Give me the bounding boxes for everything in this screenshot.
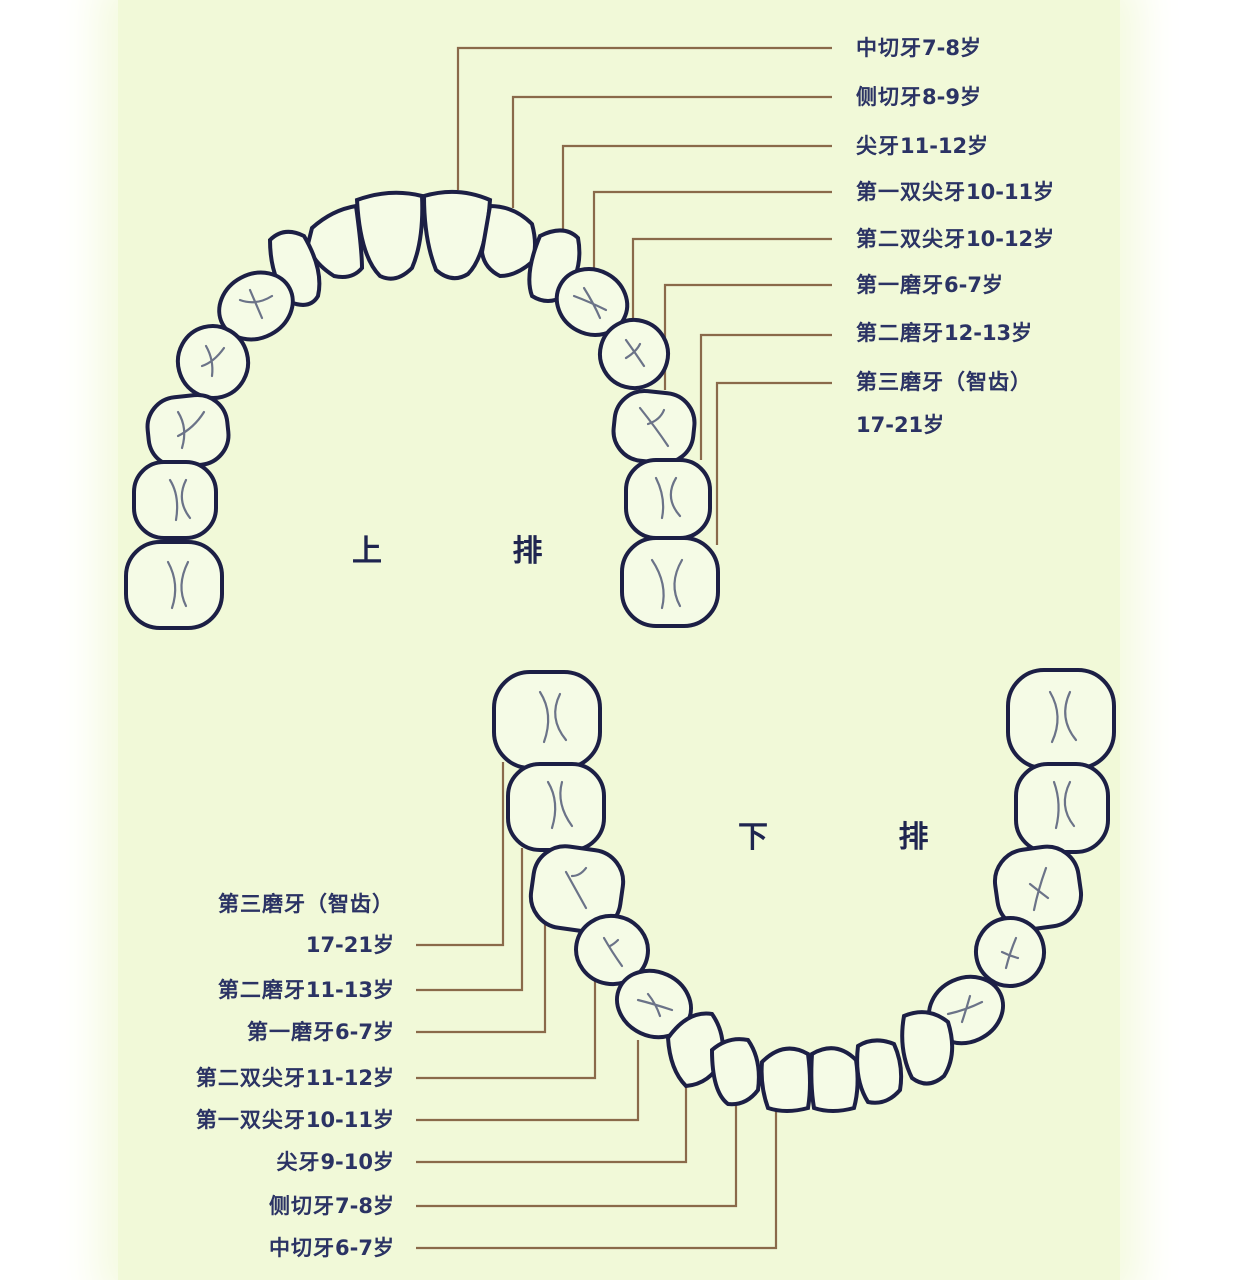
upper-label-third-molar-age: 17-21岁	[856, 413, 945, 437]
lower-label-third-molar-age: 17-21岁	[305, 933, 394, 957]
upper-central-incisor-left	[354, 190, 425, 281]
upper-label-lateral-incisor: 侧切牙8-9岁	[856, 85, 981, 109]
lower-arch-title: 下 排	[738, 820, 989, 855]
lower-label-first-premolar: 第一双尖牙10-11岁	[195, 1108, 394, 1132]
lower-label-lateral-incisor: 侧切牙7-8岁	[269, 1194, 394, 1218]
lower-leader-lines	[416, 762, 778, 1250]
upper-label-third-molar: 第三磨牙（智齿）	[856, 370, 1032, 394]
diagram-background	[118, 0, 1120, 1280]
upper-label-second-premolar: 第二双尖牙10-12岁	[856, 227, 1055, 251]
lower-label-third-molar: 第三磨牙（智齿）	[218, 892, 394, 916]
lower-label-second-molar: 第二磨牙11-13岁	[217, 978, 394, 1002]
upper-label-first-premolar: 第一双尖牙10-11岁	[856, 180, 1055, 204]
lower-label-canine: 尖牙9-10岁	[276, 1150, 394, 1174]
upper-label-first-molar: 第一磨牙6-7岁	[856, 273, 1003, 297]
upper-central-incisor-right	[421, 189, 493, 281]
upper-arch-title: 上 排	[352, 534, 603, 569]
upper-label-central-incisor: 中切牙7-8岁	[856, 36, 981, 60]
lower-arch	[492, 668, 1116, 1113]
lower-label-first-molar: 第一磨牙6-7岁	[247, 1020, 394, 1044]
lower-label-second-premolar: 第二双尖牙11-12岁	[195, 1066, 394, 1090]
upper-label-canine: 尖牙11-12岁	[856, 134, 989, 158]
upper-arch	[124, 189, 720, 630]
upper-label-second-molar: 第二磨牙12-13岁	[856, 321, 1033, 345]
upper-leader-lines	[456, 46, 832, 545]
lower-label-central-incisor: 中切牙6-7岁	[269, 1236, 394, 1260]
